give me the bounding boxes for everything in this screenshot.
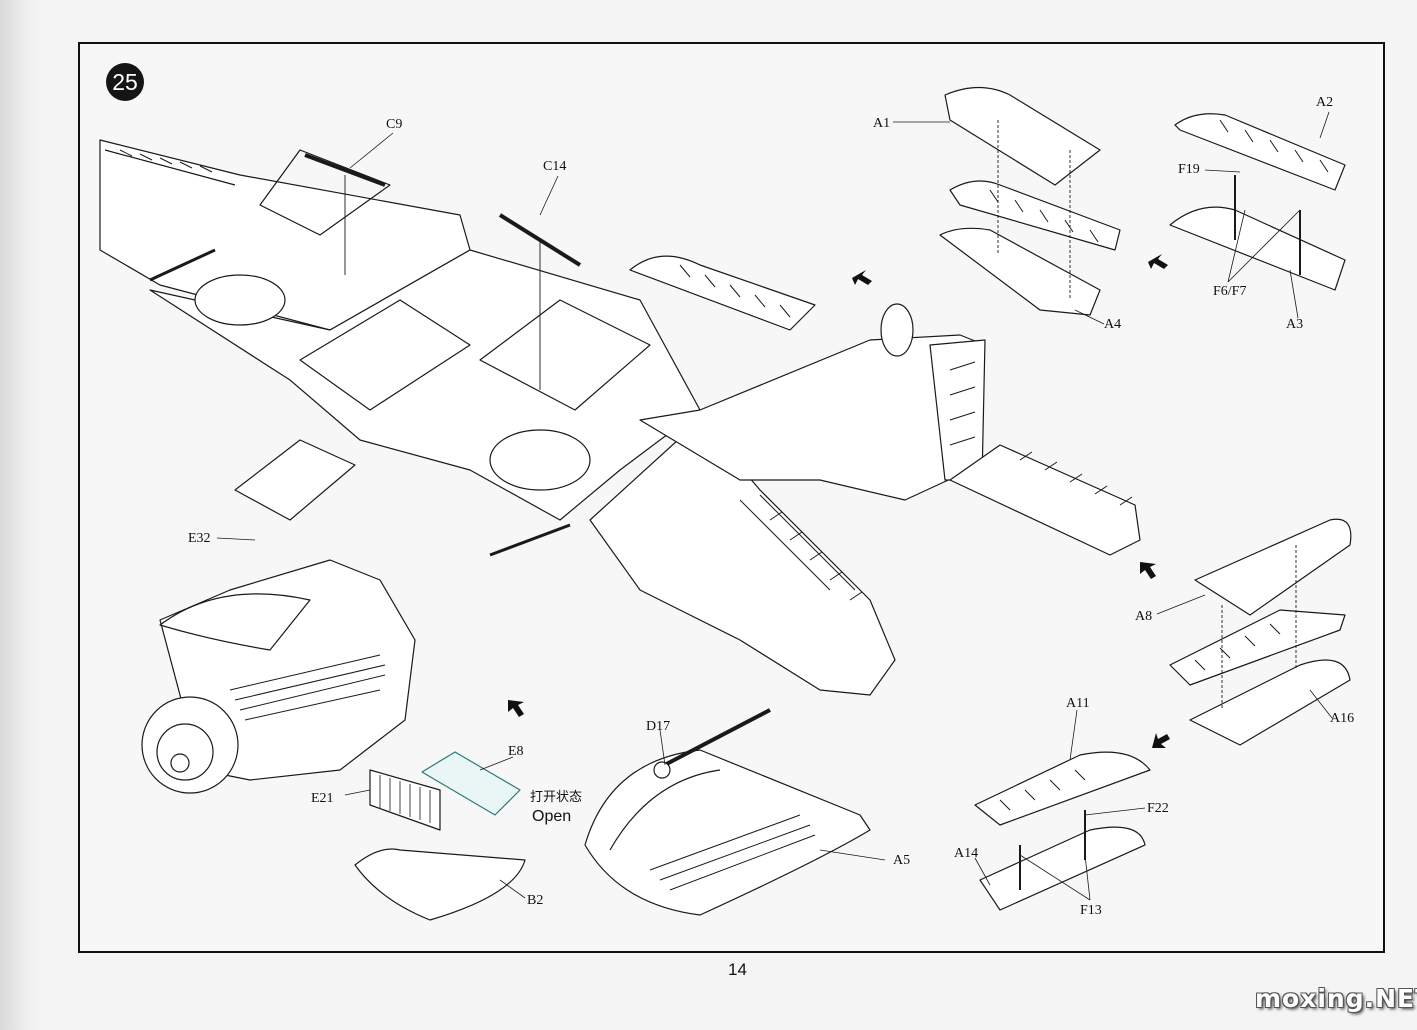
part-label-f19: F19 [1178, 162, 1200, 177]
part-label-a14: A14 [954, 846, 979, 861]
part-label-f6-f7: F6/F7 [1213, 284, 1247, 299]
part-label-f13: F13 [1080, 903, 1102, 918]
part-label-e21: E21 [311, 791, 334, 806]
direction-arrow-icon [1148, 254, 1168, 269]
part-label-b2: B2 [527, 893, 544, 908]
part-label-a4: A4 [1104, 317, 1122, 332]
subassembly-flap-left [974, 751, 1151, 911]
binding-edge [0, 0, 42, 1030]
part-label-c9: C9 [386, 117, 403, 132]
leader-lines [216, 111, 1333, 901]
direction-arrow-icon [1152, 733, 1170, 748]
part-label-e8: E8 [508, 744, 524, 759]
aircraft-assembly [99, 139, 1141, 794]
part-label-f22: F22 [1147, 801, 1169, 816]
part-label-a8: A8 [1135, 609, 1153, 624]
part-label-a2: A2 [1316, 95, 1334, 110]
watermark: moxing.NET [1255, 984, 1417, 1013]
page-number: 14 [728, 960, 747, 979]
open-state-note-chinese: 打开状态 [530, 790, 583, 805]
direction-arrow-icon [852, 270, 872, 285]
subassembly-aileron-right [1169, 113, 1346, 291]
open-state-note-english: Open [532, 808, 572, 825]
part-label-e32: E32 [188, 531, 211, 546]
direction-arrow-icon [508, 700, 524, 717]
part-label-a3: A3 [1286, 317, 1304, 332]
direction-arrow-icon [1140, 562, 1156, 579]
subassembly-intake [354, 751, 526, 921]
subassembly-radiator-bath [584, 708, 871, 916]
part-label-c14: C14 [543, 159, 567, 174]
step-number-badge: 25 [106, 63, 144, 101]
part-label-a5: A5 [893, 853, 911, 868]
part-label-a11: A11 [1066, 696, 1090, 711]
part-label-a16: A16 [1330, 711, 1355, 726]
part-label-d17: D17 [646, 719, 671, 734]
part-label-a1: A1 [873, 116, 891, 131]
subassembly-flap-right [1169, 518, 1352, 746]
subassembly-aileron-left [939, 86, 1121, 316]
